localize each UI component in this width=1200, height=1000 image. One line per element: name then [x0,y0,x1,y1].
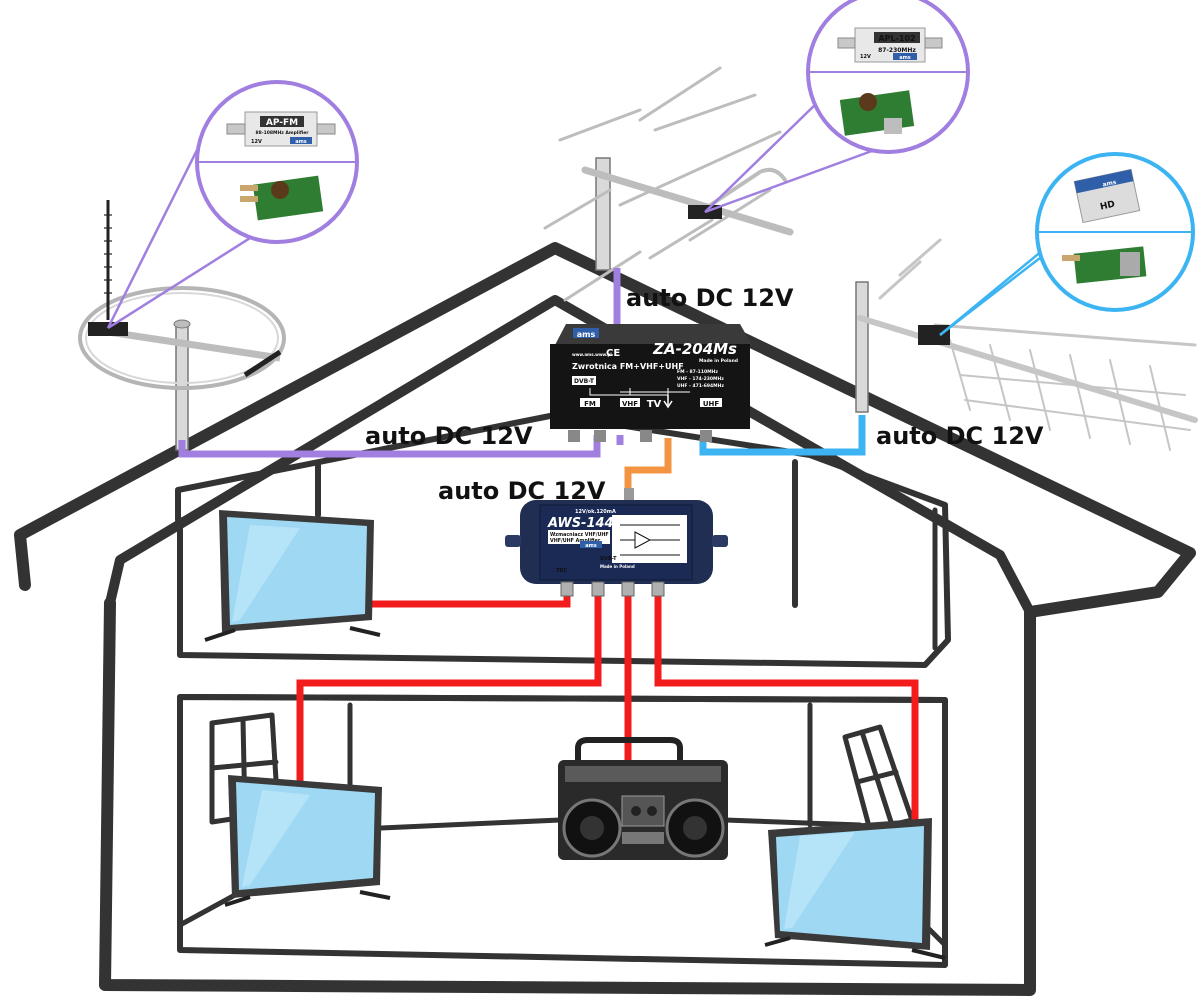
callout-left: AP-FM 88-108MHz Amplifier 12V ams [106,80,359,330]
cable-out-4 [654,596,919,820]
amp-made: Made in Poland [600,564,635,569]
fm-loop-antenna [78,200,286,451]
cable-uhf [699,415,866,456]
combiner-za-204ms: ams CE ZA-204Ms www.ams.www.pl Made in P… [550,324,752,442]
vhf-yagi-antenna [543,66,794,302]
label-feed-left: auto DC 12V [365,422,533,450]
combiner-port-uhf: UHF [703,400,720,408]
label-feed-amp: auto DC 12V [438,477,606,505]
tv-lower-right [764,818,946,960]
amp-dvb: DVB-T [600,556,617,562]
apl-102-volt: 12V [860,54,871,60]
ap-fm-brand: ams [295,139,307,145]
uhf-antenna [855,238,1198,451]
apl-102-spec: 87-230MHz [878,47,916,54]
cable-tv [624,438,672,496]
label-feed-right: auto DC 12V [876,422,1044,450]
callout-center: APL-102 87-230MHz 12V ams [704,0,970,214]
amp-power: 12V/ok.120mA [575,509,616,515]
tv-lower-left [224,775,391,907]
combiner-model: ZA-204Ms [652,340,737,358]
cables [178,268,919,820]
label-feed-center: auto DC 12V [626,284,794,312]
combiner-brand: ams [577,330,596,339]
hd-model: HD [1099,200,1116,213]
combiner-band-fm: FM - 87-110MHz [677,369,718,375]
ap-fm-volt: 12V [251,139,262,145]
combiner-port-vhf: VHF [622,400,638,408]
combiner-ce: CE [606,348,620,359]
amp-brand: ams [585,543,597,549]
combiner-port-tv: TV [647,399,662,410]
apl-102-model: APL-102 [878,34,915,43]
combiner-band-vhf: VHF - 174-230MHz [677,376,724,382]
combiner-name: Zwrotnica FM+VHF+UHF [572,362,684,371]
window-right [842,724,915,833]
ap-fm-pcb [252,175,324,221]
ap-fm-spec: 88-108MHz Amplifier [255,130,309,136]
combiner-port-fm: FM [584,400,596,408]
combiner-dvb: DVB-T [574,378,595,385]
amp-name2: VHF/UHF Amplifier [550,538,601,544]
boombox [558,737,728,860]
amp-tdc: TDC [556,568,568,574]
tv-attic [204,510,381,642]
cable-labels: auto DC 12V auto DC 12V auto DC 12V auto… [365,284,1044,505]
cable-out-2 [296,596,602,783]
amp-model: AWS-144M [547,516,627,531]
combiner-band-uhf: UHF - 471-694MHz [677,383,724,389]
apl-102-brand: ams [899,55,911,61]
combiner-made: Made in Poland [699,358,738,364]
amp-name: Wzmacniacz VHF/UHF [550,532,609,538]
amplifier-aws-144m: 12V/ok.120mA AWS-144M Wzmacniacz VHF/UHF… [505,488,728,597]
ap-fm-model: AP-FM [266,118,298,128]
hd-brand: ams [1102,179,1117,189]
cable-out-1 [372,594,571,608]
combiner-www: www.ams.www.pl [572,352,612,357]
cable-fm [178,435,601,458]
callout-right: ams HD [939,152,1195,336]
